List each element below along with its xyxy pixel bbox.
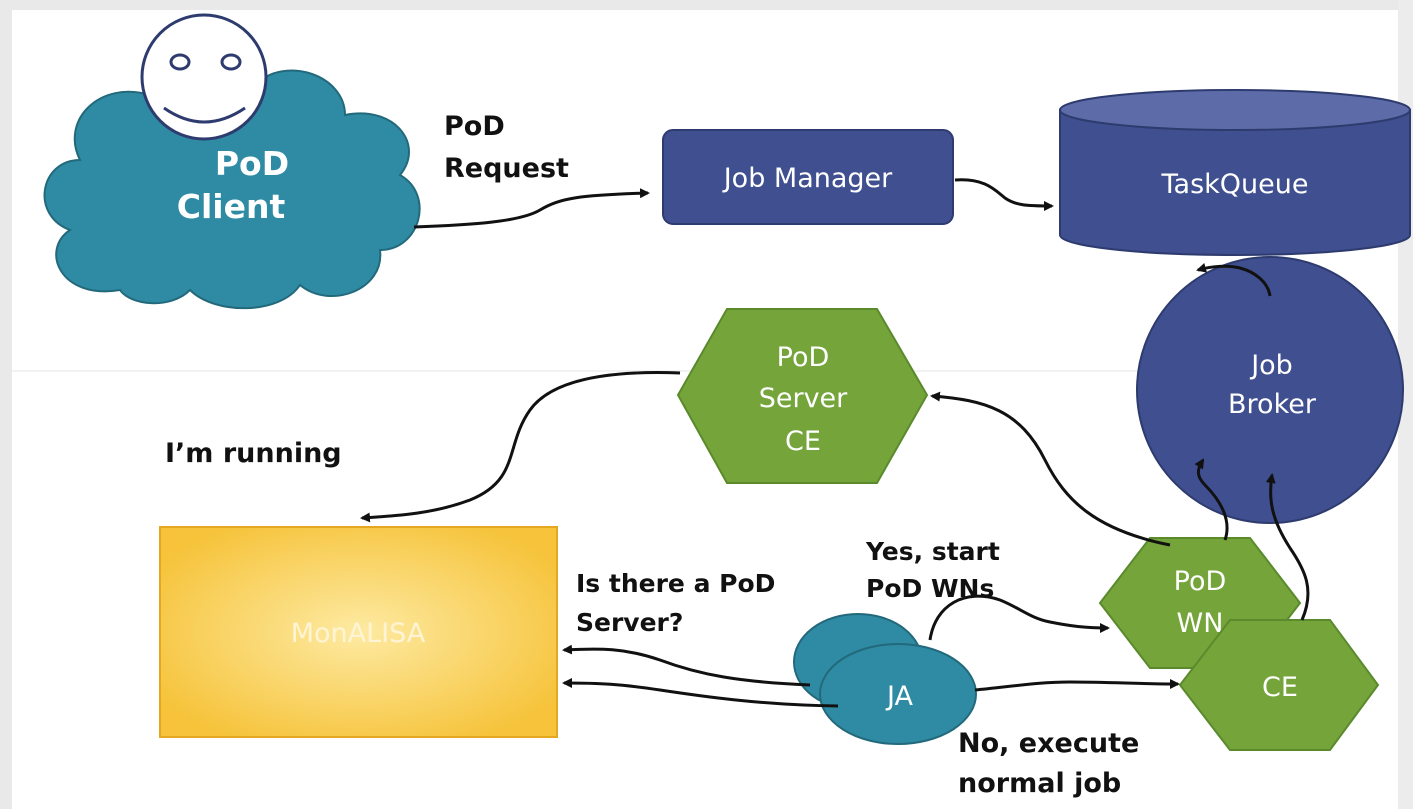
pod-wn-label-line1: PoD xyxy=(1174,566,1227,597)
client-label-line1: PoD xyxy=(215,144,289,183)
client-label-line2: Client xyxy=(177,187,286,226)
monalisa-box: MonALISA xyxy=(159,526,558,738)
ja-label: JA xyxy=(885,681,913,712)
pod-server-label-line2: Server xyxy=(759,383,848,414)
arrow-job-manager-to-task-queue xyxy=(954,178,1054,211)
arrow-server-to-monalisa xyxy=(360,371,681,523)
pod-server-ce-hexagon: PoD Server CE xyxy=(676,308,929,484)
arrow-ja-to-monalisa-query xyxy=(562,644,811,687)
arrow-ja-to-ce xyxy=(974,678,1180,692)
pod-client-cloud: PoD Client xyxy=(43,13,421,310)
ce-label: CE xyxy=(1262,672,1298,703)
pod-request-label-line2: Request xyxy=(444,153,569,184)
arrow-client-to-job-manager xyxy=(413,188,650,229)
arrow-ce-to-broker xyxy=(1265,473,1310,621)
yes-start-label-line2: PoD WNs xyxy=(866,574,994,603)
im-running-label: I’m running xyxy=(165,438,342,469)
pod-server-label-line1: PoD xyxy=(777,342,830,373)
arrow-broker-to-task-queue xyxy=(1196,262,1272,297)
smiley-face-icon xyxy=(140,13,268,141)
task-queue-label: TaskQueue xyxy=(1161,169,1309,200)
job-manager-box: Job Manager xyxy=(662,129,954,225)
ce-hexagon: CE xyxy=(1178,619,1380,751)
arrow-wn-to-broker-1 xyxy=(1194,458,1229,541)
arrow-ja-to-monalisa-running xyxy=(562,678,839,708)
is-there-server-label-line1: Is there a PoD xyxy=(576,569,775,598)
pod-request-label-line1: PoD xyxy=(444,111,505,142)
monalisa-label: MonALISA xyxy=(291,618,426,649)
pod-wn-label-line2: WN xyxy=(1177,608,1224,639)
is-there-server-label-line2: Server? xyxy=(576,608,683,637)
yes-start-label-line1: Yes, start xyxy=(865,537,1000,566)
no-execute-label-line1: No, execute xyxy=(958,728,1139,759)
ja-node: JA xyxy=(793,613,977,745)
task-queue-cylinder: TaskQueue xyxy=(1059,89,1411,256)
pod-server-label-line3: CE xyxy=(785,426,821,457)
job-manager-label: Job Manager xyxy=(722,163,893,194)
job-broker-label-line2: Broker xyxy=(1228,389,1317,420)
arrow-wn-to-server xyxy=(930,391,1171,547)
arrow-ja-to-pod-wn xyxy=(928,594,1110,641)
job-broker-label-line1: Job xyxy=(1249,350,1293,381)
job-broker-circle: Job Broker xyxy=(1136,256,1404,524)
no-execute-label-line2: normal job xyxy=(958,768,1121,799)
